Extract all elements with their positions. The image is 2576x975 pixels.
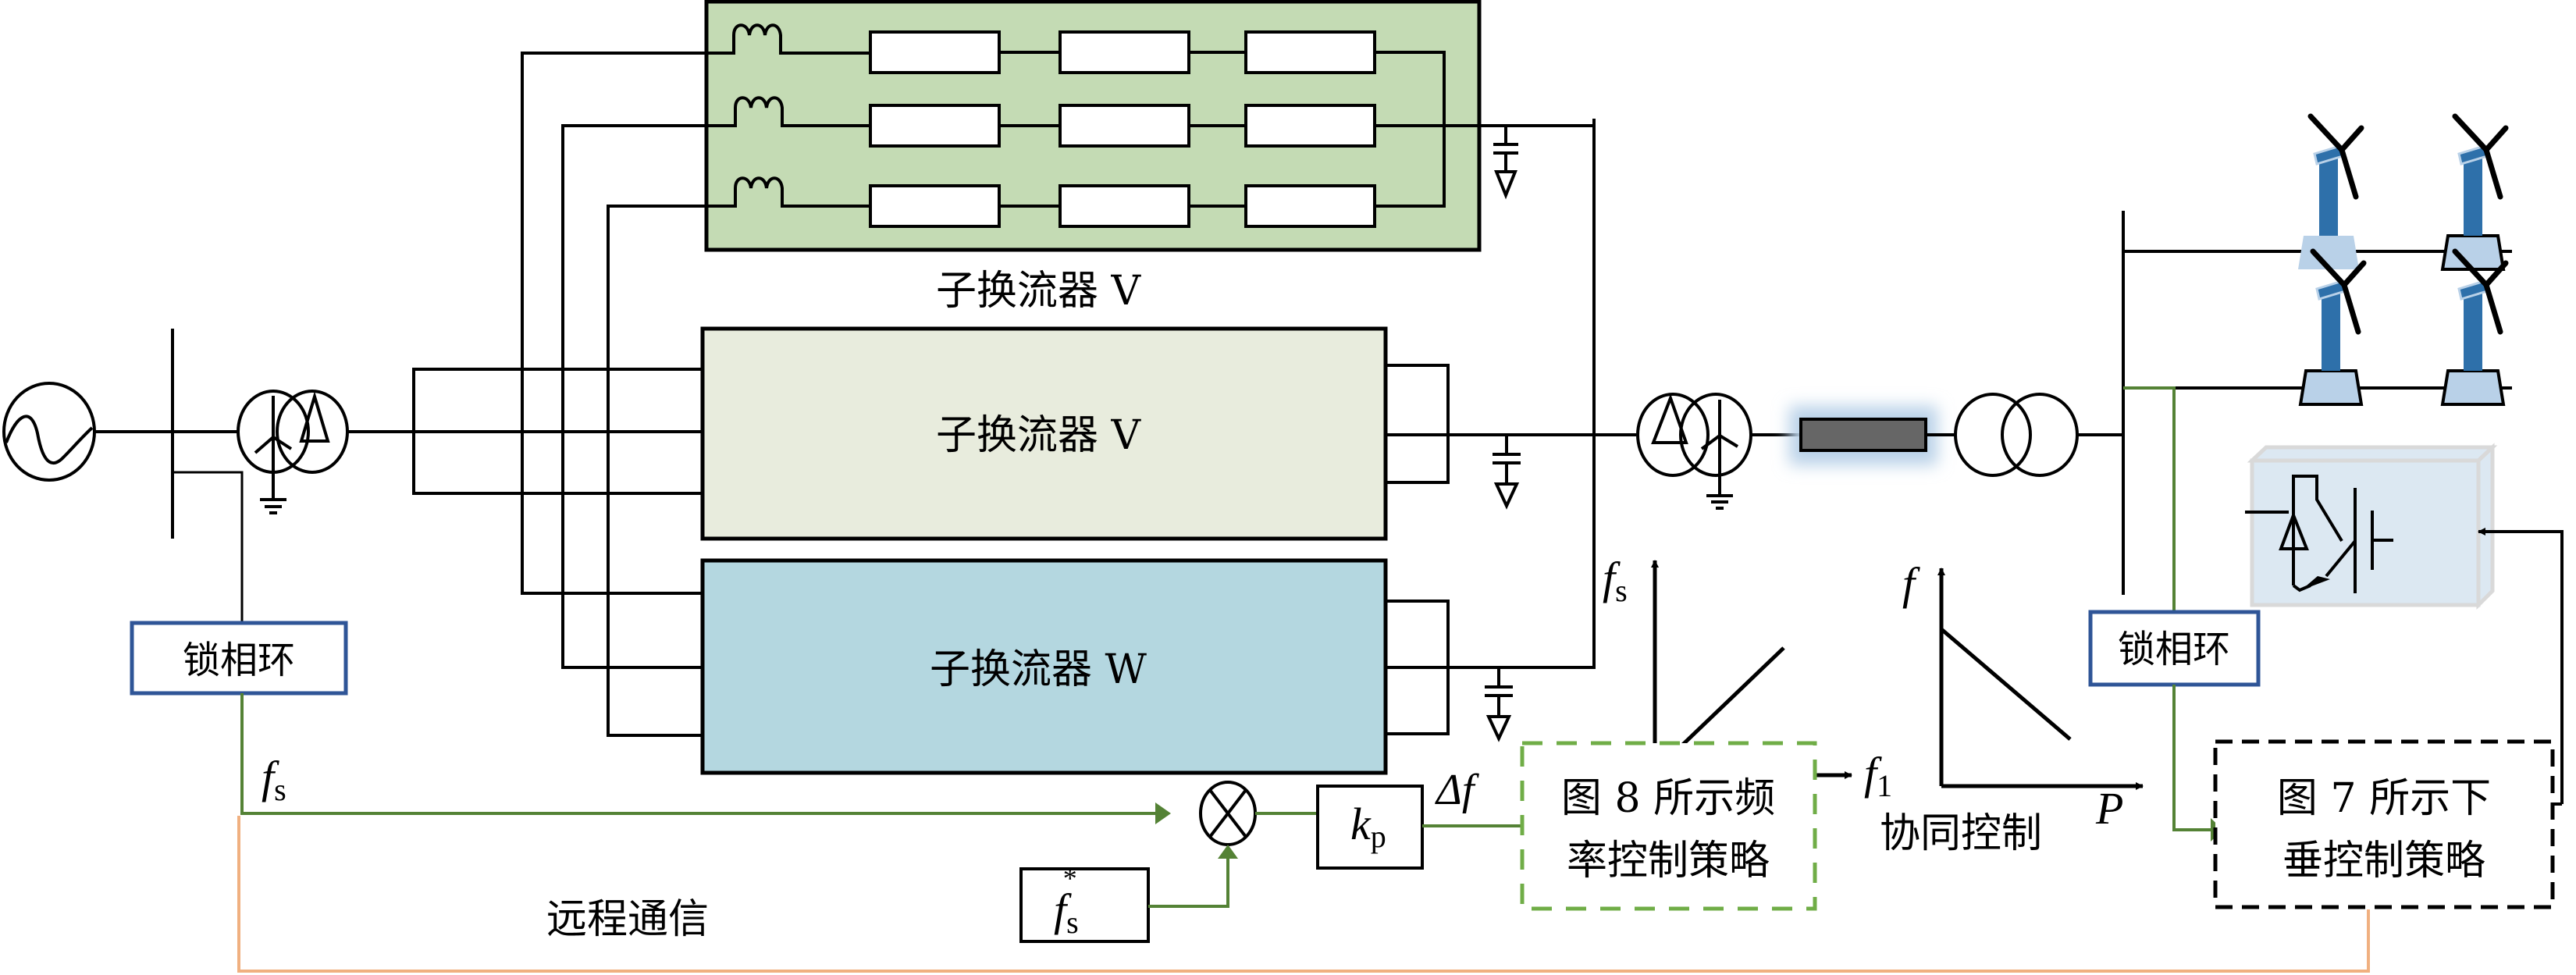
droop-strategy-line2: 垂控制策略 xyxy=(2282,838,2485,884)
transformer-icon xyxy=(1636,393,1752,510)
freq-strategy-box[interactable]: 图 8 所示频 率控制策略 xyxy=(1520,741,1817,911)
converter-w-label: 子换流器 W xyxy=(930,646,1147,693)
chart-f-vs-p: f P xyxy=(1902,558,2144,834)
freq-strategy-line1: 图 8 所示频 xyxy=(1561,775,1775,822)
remote-comm-wire xyxy=(237,816,2370,973)
fs-reference-box: fs* xyxy=(1019,863,1150,943)
freq-strategy-line2: 率控制策略 xyxy=(1567,838,1770,884)
converter-w: 子换流器 W xyxy=(700,558,1388,775)
delta-f-label: Δf xyxy=(1435,766,1480,814)
chart-fs-line xyxy=(1670,646,1785,756)
chart-f-x-label: P xyxy=(2095,783,2123,834)
capacitor-icon xyxy=(1485,667,1513,742)
droop-strategy-line1: 图 7 所示下 xyxy=(2277,775,2491,822)
converter-feed-wires xyxy=(412,52,706,737)
converter-v-label: 子换流器 V xyxy=(936,412,1142,459)
wind-turbine-icon xyxy=(2440,248,2509,406)
chart-f-y-label: f xyxy=(1902,558,1920,609)
ac-source-icon xyxy=(2,382,96,482)
cable-icon xyxy=(1789,406,1937,465)
remote-comm-label: 远程通信 xyxy=(546,896,709,943)
transformer-icon xyxy=(237,390,349,514)
chart-fs-y-label: fs xyxy=(1603,553,1628,608)
coordinated-control-label: 协同控制 xyxy=(1880,810,2042,857)
capacitor-icon xyxy=(1493,126,1518,200)
converter-top-detailed xyxy=(704,0,1594,252)
chart-f-line xyxy=(1940,628,2072,741)
fs-reference-wire xyxy=(1148,859,1229,908)
chart-fs-x-label: f1 xyxy=(1864,748,1892,803)
wind-turbine-icon xyxy=(2440,113,2509,271)
summing-junction-icon xyxy=(1199,781,1257,846)
arrow-head xyxy=(1218,845,1238,859)
fs-signal-label: fs xyxy=(262,752,286,807)
pll-tap-wire xyxy=(173,471,244,623)
wind-turbine-icon xyxy=(2298,248,2367,406)
kp-gain-box: kp xyxy=(1316,785,1424,870)
pll-right-input xyxy=(2123,386,2176,612)
capacitor-icon xyxy=(1493,435,1521,510)
igbt-converter-icon xyxy=(2245,443,2498,610)
pll-right-output xyxy=(2172,685,2211,831)
converter-w-output xyxy=(1386,119,1596,735)
pll-left-label: 锁相环 xyxy=(183,639,295,682)
turbine-feeder-wires xyxy=(2123,250,2512,390)
kp-label: kp xyxy=(1350,799,1386,854)
converter-v: 子换流器 V xyxy=(700,326,1388,541)
droop-strategy-box[interactable]: 图 7 所示下 垂控制策略 xyxy=(2213,739,2555,909)
pll-right-label: 锁相环 xyxy=(2118,628,2230,671)
converter-v-output xyxy=(1386,364,1594,484)
pll-left-box[interactable]: 锁相环 xyxy=(130,621,348,696)
converter-top-caption: 子换流器 V xyxy=(936,268,1142,315)
pll-right-box[interactable]: 锁相环 xyxy=(2088,610,2261,687)
wind-turbine-icon xyxy=(2298,113,2364,269)
arrow-head xyxy=(1155,802,1171,824)
fs-signal-wire xyxy=(240,693,1155,815)
transformer-icon xyxy=(1954,393,2079,477)
converter-control-feedback xyxy=(2478,528,2564,804)
